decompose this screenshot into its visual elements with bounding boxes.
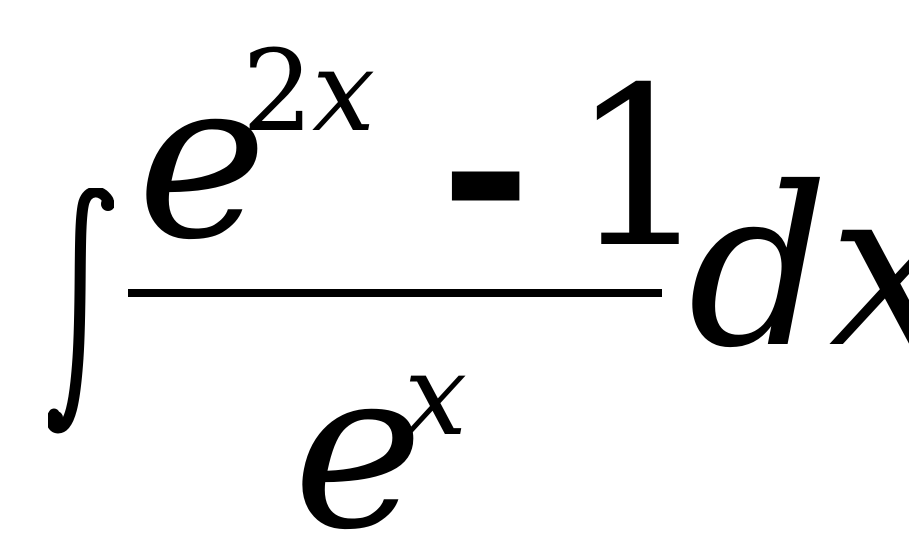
numerator-exponent-variable: x [312, 27, 376, 157]
numerator-constant: 1 [570, 40, 710, 296]
numerator-exponent-coefficient: 2 [242, 27, 314, 157]
fraction-bar [128, 289, 662, 297]
numerator-base: e [137, 32, 268, 288]
integral-sign [48, 188, 114, 434]
differential: dx [688, 140, 909, 396]
numerator-operator: - [440, 38, 532, 297]
denominator-exponent: x [404, 331, 468, 461]
denominator-base: e [293, 322, 424, 550]
